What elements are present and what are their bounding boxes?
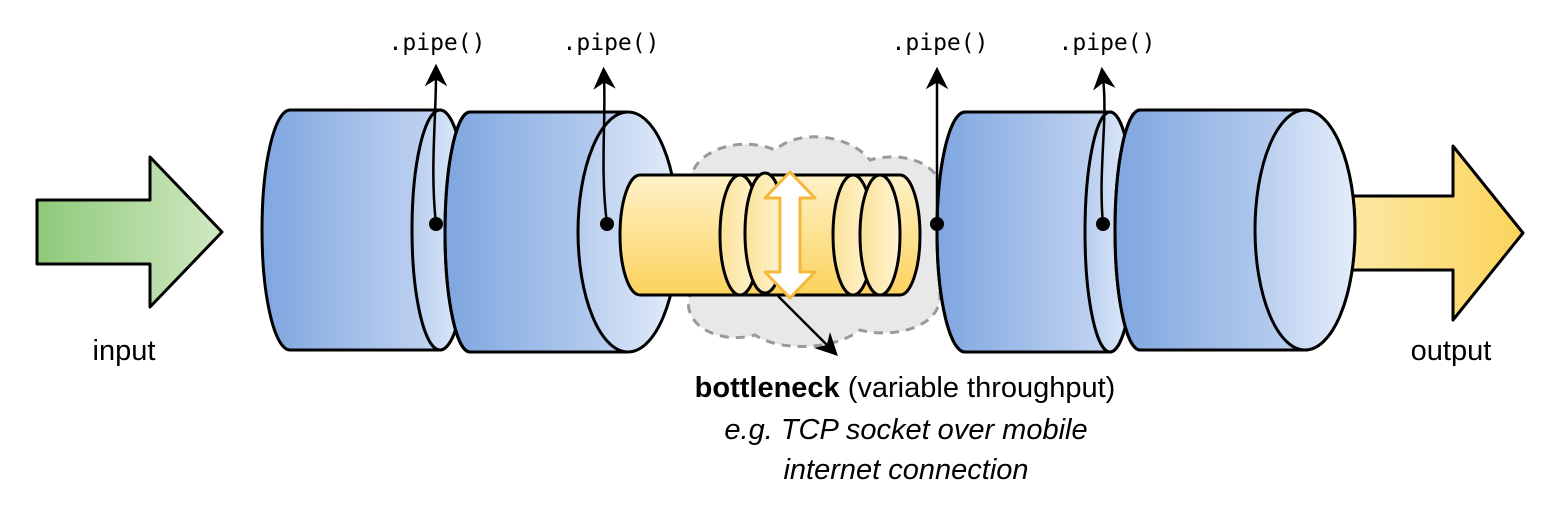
pipe-label-2: .pipe()	[563, 30, 660, 56]
bottleneck-example-line1: e.g. TCP socket over mobile	[724, 414, 1087, 446]
pipe-connector-4	[1093, 66, 1116, 231]
output-arrow	[1336, 144, 1525, 322]
input-label: input	[93, 335, 156, 367]
throughput-double-arrow-icon	[763, 170, 817, 300]
output-label: output	[1411, 335, 1492, 367]
bottleneck-cylinder	[618, 171, 922, 297]
bottleneck-title: bottleneck	[695, 372, 841, 404]
stream-cylinder-3	[935, 110, 1137, 354]
pipe-connector-3	[925, 66, 949, 231]
bottleneck-subtitle: (variable throughput)	[848, 372, 1116, 404]
input-arrow	[35, 155, 224, 309]
bottleneck-pointer-arrow	[777, 295, 838, 356]
pipe-label-1: .pipe()	[389, 30, 486, 56]
pipe-connector-2	[593, 66, 616, 231]
bottleneck-example-line2: internet connection	[783, 454, 1028, 486]
bottleneck-caption: bottleneck (variable throughput)	[695, 372, 1116, 404]
bottleneck-space	[840, 372, 848, 404]
pipe-connector-1	[424, 63, 448, 231]
stream-cylinder-4	[1113, 108, 1357, 352]
pipe-label-3: .pipe()	[892, 30, 989, 56]
pipe-label-4: .pipe()	[1059, 30, 1156, 56]
